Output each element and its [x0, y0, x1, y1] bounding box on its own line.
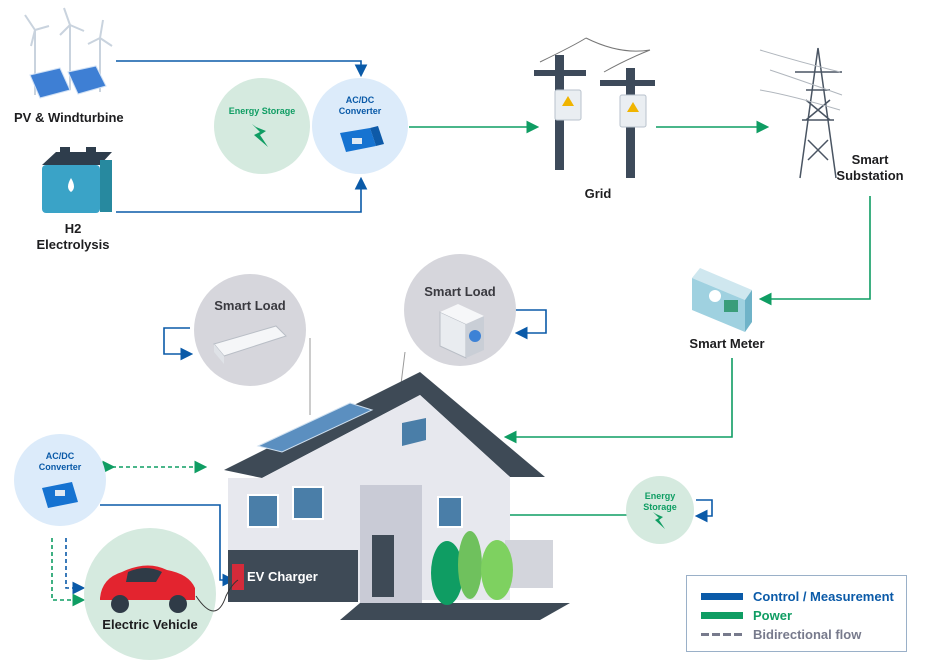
acdc-converter-bottom-label: AC/DC Converter — [20, 451, 100, 473]
legend-item-power: Power — [701, 608, 792, 623]
electric-vehicle-label: Electric Vehicle — [102, 617, 198, 632]
smart-meter-icon — [692, 268, 752, 332]
air-conditioner-icon — [213, 325, 287, 364]
smart-meter-label: Smart Meter — [689, 336, 765, 351]
energy-storage-top-circle — [214, 78, 310, 174]
energy-storage-bottom-circle — [626, 476, 694, 544]
legend-swatch-control — [701, 593, 743, 600]
legend: Control / Measurement Power Bidirectiona… — [686, 575, 907, 652]
electric-car-icon — [100, 565, 239, 613]
smart-substation-label: Smart Substation — [830, 152, 910, 184]
smart-load-1-label: Smart Load — [214, 298, 286, 313]
legend-swatch-bidirectional — [701, 633, 743, 636]
washing-machine-icon — [439, 304, 484, 359]
substation-line2: Substation — [836, 168, 904, 183]
smart-load-2-label: Smart Load — [424, 284, 496, 299]
legend-swatch-power — [701, 612, 743, 619]
grid-pole-icon — [534, 37, 655, 178]
bidirectional-lines — [51, 460, 208, 607]
acdc-bottom-line1: AC/DC — [45, 451, 75, 461]
legend-label-control: Control / Measurement — [753, 589, 894, 604]
legend-label-bidirectional: Bidirectional flow — [753, 627, 862, 642]
acdc-converter-top-label: AC/DC Converter — [320, 95, 400, 117]
pv-windturbine-label: PV & Windturbine — [14, 110, 124, 125]
converter-box-icon — [340, 126, 384, 152]
acdc-top-line1: AC/DC — [345, 95, 375, 105]
substation-line1: Smart — [851, 152, 889, 167]
legend-item-control: Control / Measurement — [701, 589, 894, 604]
energy-storage-bottom-line1: Energy — [644, 491, 676, 501]
h2-electrolysis-icon — [42, 147, 112, 213]
h2-label-line1: H2 — [64, 221, 82, 236]
energy-storage-bottom-line2: Storage — [643, 502, 677, 512]
smart-load-1-circle — [194, 274, 306, 386]
acdc-bottom-line2: Converter — [38, 462, 82, 472]
legend-item-bidirectional: Bidirectional flow — [701, 627, 861, 642]
legend-label-power: Power — [753, 608, 793, 623]
energy-storage-bottom-label: Energy Storage — [630, 491, 690, 513]
house-illustration — [224, 372, 570, 620]
ev-charger-label: EV Charger — [247, 569, 318, 584]
grid-label: Grid — [584, 186, 612, 201]
acdc-top-line2: Converter — [338, 106, 382, 116]
control-lines — [100, 60, 713, 587]
lightning-icon — [653, 512, 665, 529]
h2-electrolysis-label: H2 Electrolysis — [36, 221, 110, 253]
lightning-icon — [252, 124, 268, 147]
h2-label-line2: Electrolysis — [36, 237, 110, 252]
acdc-converter-bottom-circle — [14, 434, 106, 526]
acdc-converter-top-circle — [312, 78, 408, 174]
converter-box-icon — [42, 482, 78, 508]
transmission-tower-icon — [759, 47, 843, 179]
energy-storage-top-label: Energy Storage — [228, 106, 296, 116]
pv-windturbine-icon — [24, 7, 113, 99]
